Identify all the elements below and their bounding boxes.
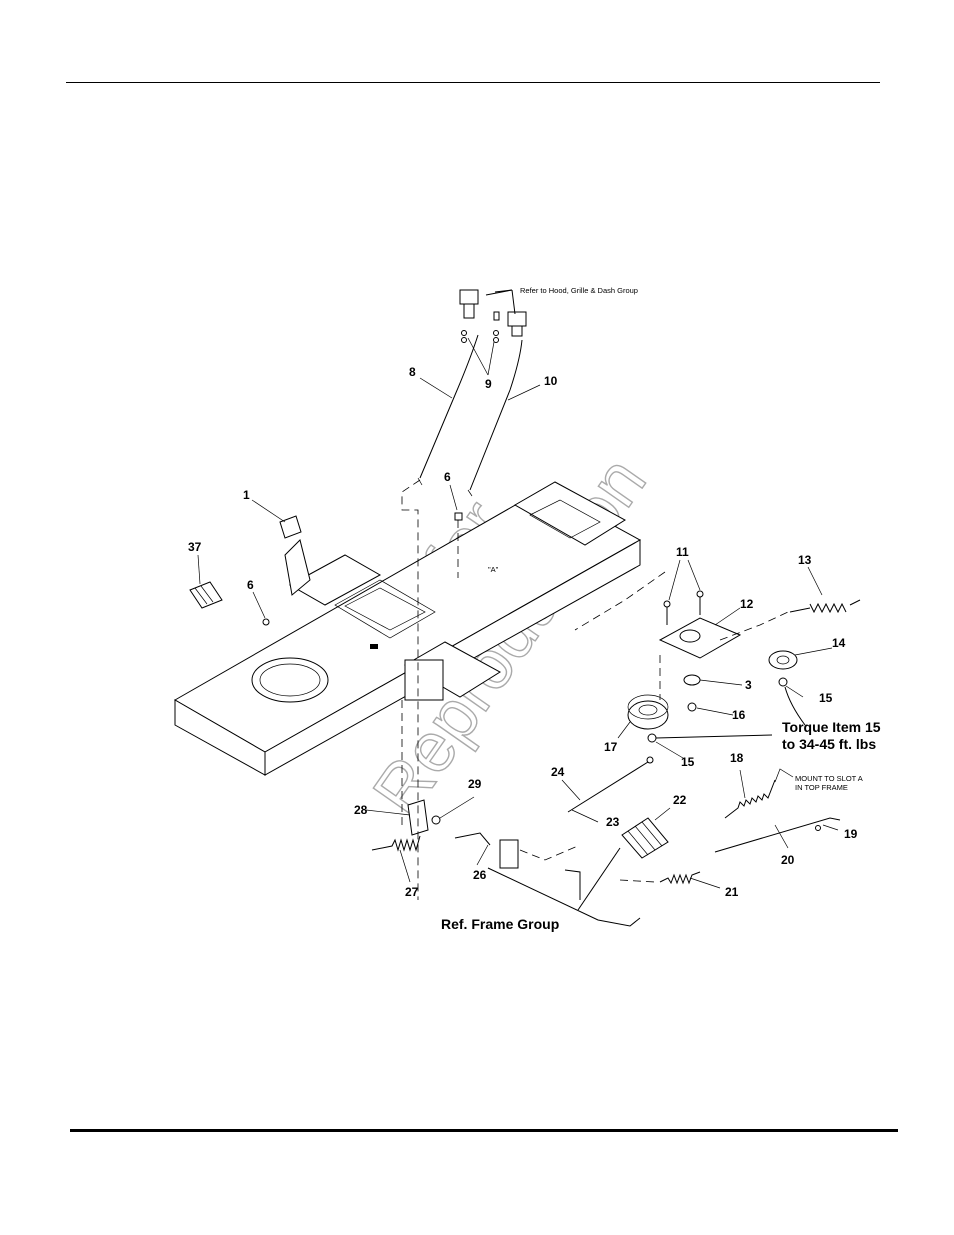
notes: Refer to Hood, Grille & Dash Group "A" M… (441, 286, 881, 932)
callout-11: 11 (676, 545, 689, 559)
part-6a (262, 618, 270, 626)
note-torque-line2: to 34-45 ft. lbs (782, 736, 876, 752)
callout-28: 28 (354, 803, 368, 817)
pedal-shaft (454, 832, 641, 927)
callout-26: 26 (473, 868, 487, 882)
callout-22: 22 (673, 793, 687, 807)
callout-10: 10 (544, 374, 558, 388)
note-ref-frame: Ref. Frame Group (441, 916, 559, 932)
main-frame (173, 481, 642, 776)
washer-3 (683, 674, 701, 686)
callouts: 1 37 6 8 9 10 6 11 12 13 14 3 15 16 17 1… (188, 365, 858, 899)
rod-20 (714, 817, 841, 853)
callout-15a: 15 (819, 691, 833, 705)
callout-15b: 15 (681, 755, 695, 769)
note-refer-hood: Refer to Hood, Grille & Dash Group (520, 286, 638, 295)
callout-6b: 6 (444, 470, 451, 484)
callout-1: 1 (243, 488, 250, 502)
assembly-lines (401, 479, 789, 900)
part-37 (189, 581, 223, 609)
callout-17: 17 (604, 740, 618, 754)
top-rule (66, 82, 880, 83)
dash-controls (459, 289, 527, 343)
callout-24: 24 (551, 765, 565, 779)
pulley-14 (768, 650, 798, 670)
callout-18: 18 (730, 751, 744, 765)
callout-19: 19 (844, 827, 858, 841)
callout-27: 27 (405, 885, 419, 899)
spring-18 (724, 779, 776, 819)
callout-3: 3 (745, 678, 752, 692)
rod-24 (567, 756, 654, 813)
note-torque-line1: Torque Item 15 (782, 719, 881, 735)
callout-8: 8 (409, 365, 416, 379)
nut-15b (647, 733, 657, 743)
callout-23: 23 (606, 815, 620, 829)
callout-16: 16 (732, 708, 746, 722)
idler-bracket-12 (658, 590, 742, 659)
note-slot-a: "A" (488, 565, 499, 574)
note-mount-line1: MOUNT TO SLOT A (795, 774, 863, 783)
callout-37: 37 (188, 540, 202, 554)
nut-16 (687, 702, 697, 712)
part-6b (454, 512, 463, 521)
cable-8 (417, 334, 479, 486)
callout-20: 20 (781, 853, 795, 867)
callout-12: 12 (740, 597, 754, 611)
spring-13 (789, 599, 861, 614)
pulley-17 (627, 694, 669, 730)
part-1 (279, 515, 302, 539)
callout-6a: 6 (247, 578, 254, 592)
bottom-rule (70, 1129, 898, 1132)
nut-15a (778, 677, 788, 687)
bolt-29 (431, 815, 441, 825)
callout-13: 13 (798, 553, 812, 567)
bracket-28 (407, 799, 429, 836)
cable-10 (467, 339, 523, 497)
spring-27 (371, 835, 421, 852)
spring-21 (659, 871, 701, 885)
leader-lines (197, 337, 839, 889)
note-mount-line2: IN TOP FRAME (795, 783, 848, 792)
pedal-22 (621, 817, 669, 859)
callout-21: 21 (725, 885, 739, 899)
callout-9: 9 (485, 377, 492, 391)
callout-14: 14 (832, 636, 846, 650)
callout-29: 29 (468, 777, 482, 791)
